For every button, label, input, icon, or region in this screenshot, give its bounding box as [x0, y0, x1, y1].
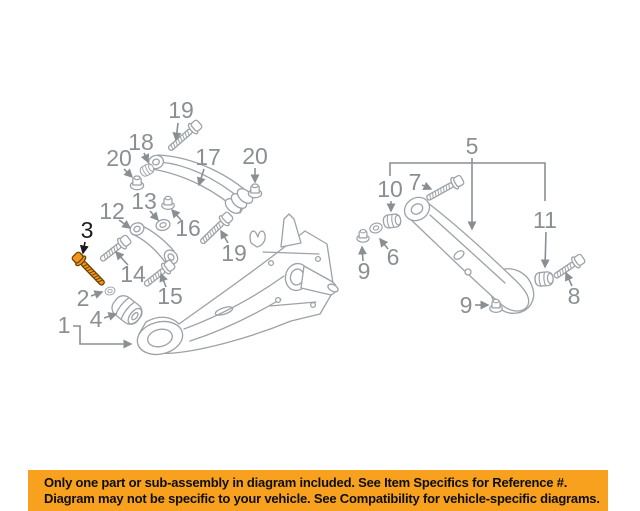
callout-5: 5: [389, 133, 546, 231]
callout-label-1: 1: [58, 312, 71, 338]
part-nut-16: [161, 195, 175, 210]
callout-arrow-13: [149, 210, 159, 222]
part-bushing-10: [382, 212, 403, 230]
callout-17: 17: [195, 144, 221, 187]
callout-arrow-9: [358, 245, 368, 262]
callout-label-10: 10: [377, 176, 403, 202]
callout-12: 12: [99, 198, 132, 229]
callout-label-12: 12: [99, 198, 125, 224]
part-nut-20-right: [247, 183, 263, 199]
callout-label-6: 6: [387, 244, 400, 270]
callout-arrow-14: [114, 250, 129, 266]
callout-arrow-17: [196, 168, 206, 187]
callout-label-2: 2: [77, 285, 90, 311]
callout-label-16: 16: [175, 215, 201, 241]
callout-label-3: 3: [81, 217, 94, 243]
callout-arrow-4: [103, 312, 118, 321]
callout-arrow-2: [90, 290, 104, 299]
callout-20: 20: [106, 145, 134, 179]
callout-label-15: 15: [157, 283, 183, 309]
part-washer-6: [367, 220, 385, 236]
callout-20: 20: [242, 143, 268, 184]
callout-arrow-18: [140, 152, 150, 164]
callout-8: 8: [565, 271, 581, 309]
callout-13: 13: [131, 188, 159, 222]
callout-label-17: 17: [195, 144, 221, 170]
callout-label-5: 5: [466, 133, 479, 159]
callout-arrow-3: [79, 241, 89, 255]
callout-2: 2: [77, 285, 104, 311]
callout-arrow-6: [379, 237, 389, 250]
callout-arrow-20: [123, 168, 134, 179]
callout-arrow-12: [118, 219, 132, 229]
part-bolt-7: [426, 174, 465, 201]
callout-15: 15: [157, 272, 183, 309]
callout-label-9: 9: [358, 258, 371, 284]
callout-arrow-11: [540, 231, 550, 269]
callout-label-13: 13: [131, 188, 157, 214]
callout-7: 7: [409, 169, 433, 195]
part-bushing-11: [533, 270, 555, 288]
callout-label-19: 19: [221, 240, 247, 266]
disclaimer-line-2: Diagram may not be specific to your vehi…: [44, 490, 600, 506]
part-bushing-4: [111, 295, 143, 325]
callout-label-19: 19: [168, 97, 194, 123]
callout-10: 10: [377, 176, 403, 213]
callout-label-9: 9: [460, 292, 473, 318]
callout-1: 1: [58, 312, 133, 349]
part-washer-2: [103, 285, 117, 297]
callout-19: 19: [168, 97, 194, 142]
callout-16: 16: [170, 208, 201, 241]
callout-19: 19: [220, 229, 247, 266]
callout-label-7: 7: [409, 169, 422, 195]
part-bolt-8: [553, 253, 586, 279]
callout-arrow-1: [73, 325, 133, 349]
part-lower-arm-5: [403, 196, 535, 314]
callout-11: 11: [533, 207, 557, 269]
part-bolt-14: [99, 234, 132, 262]
callout-3: 3: [79, 217, 94, 255]
callout-arrow-5: [389, 162, 546, 201]
callout-arrow-7: [421, 181, 433, 191]
disclaimer-banner: Only one part or sub-assembly in diagram…: [28, 470, 608, 511]
callout-14: 14: [114, 250, 146, 287]
callout-arrow-8: [565, 271, 574, 287]
part-bolt-19-bottom: [200, 211, 234, 245]
callout-arrow-15: [159, 272, 168, 288]
disclaimer-line-1: Only one part or sub-assembly in diagram…: [44, 475, 568, 490]
callout-label-18: 18: [128, 129, 154, 155]
part-lower-arm-12: [129, 222, 179, 265]
callout-arrow-19: [172, 122, 182, 142]
callout-arrow-19: [220, 229, 229, 244]
callout-6: 6: [379, 237, 400, 270]
callout-label-14: 14: [120, 261, 146, 287]
callout-9: 9: [358, 245, 371, 284]
part-nut-9-left: [356, 228, 370, 243]
callout-label-20: 20: [106, 145, 132, 171]
callout-18: 18: [128, 129, 154, 164]
part-trailing-arm-1: [136, 213, 339, 356]
callout-4: 4: [90, 306, 118, 332]
callout-label-8: 8: [568, 283, 581, 309]
callout-label-11: 11: [533, 207, 557, 233]
callout-arrow-16: [170, 208, 182, 221]
callout-label-4: 4: [90, 306, 103, 332]
callout-9: 9: [460, 292, 490, 318]
part-bolt-3-highlighted: [71, 251, 105, 286]
callout-label-20: 20: [242, 143, 268, 169]
